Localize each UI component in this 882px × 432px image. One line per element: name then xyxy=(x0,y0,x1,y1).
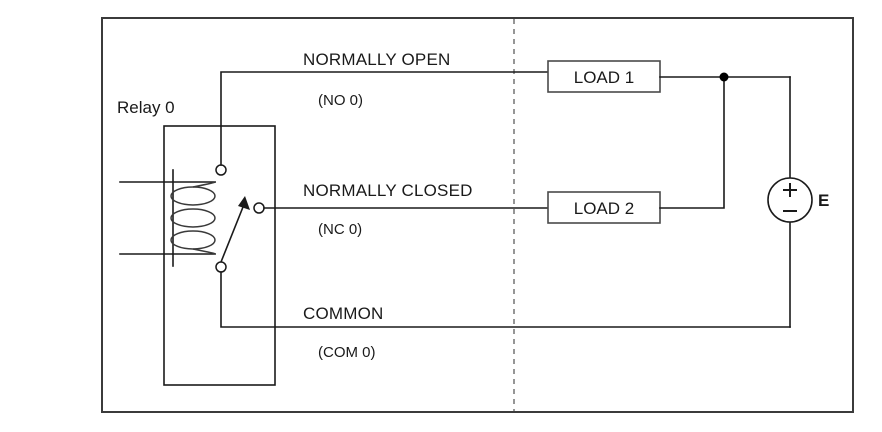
relay-enclosure-box xyxy=(163,125,276,386)
wire-load2-to-junction xyxy=(659,76,725,209)
normally-open-label: NORMALLY OPEN xyxy=(303,50,450,69)
terminal-common-pivot xyxy=(215,261,227,273)
relay-coil xyxy=(170,181,217,255)
terminal-normally-closed xyxy=(253,202,265,214)
load-1-block: LOAD 1 xyxy=(547,60,661,93)
normally-closed-sublabel: (NC 0) xyxy=(318,221,362,238)
load-2-box xyxy=(547,191,661,224)
normally-closed-label: NORMALLY CLOSED xyxy=(303,181,473,200)
common-label: COMMON xyxy=(303,304,384,323)
wire-no-to-load1 xyxy=(220,71,549,166)
relay-armature xyxy=(220,196,250,263)
load-2-block: LOAD 2 xyxy=(547,191,661,224)
load-2-label: LOAD 2 xyxy=(574,199,634,218)
common-sublabel: (COM 0) xyxy=(318,344,376,361)
relay-title-label: Relay 0 xyxy=(117,98,175,117)
source-circle xyxy=(767,177,813,223)
wire-common-to-source xyxy=(220,271,791,328)
normally-open-sublabel: (NO 0) xyxy=(318,92,363,109)
diagram-frame xyxy=(101,17,854,413)
voltage-source-symbol xyxy=(767,177,813,223)
junction-dot xyxy=(719,72,729,82)
load-1-label: LOAD 1 xyxy=(574,68,634,87)
terminal-normally-open xyxy=(215,164,227,176)
source-label: E xyxy=(818,191,829,210)
